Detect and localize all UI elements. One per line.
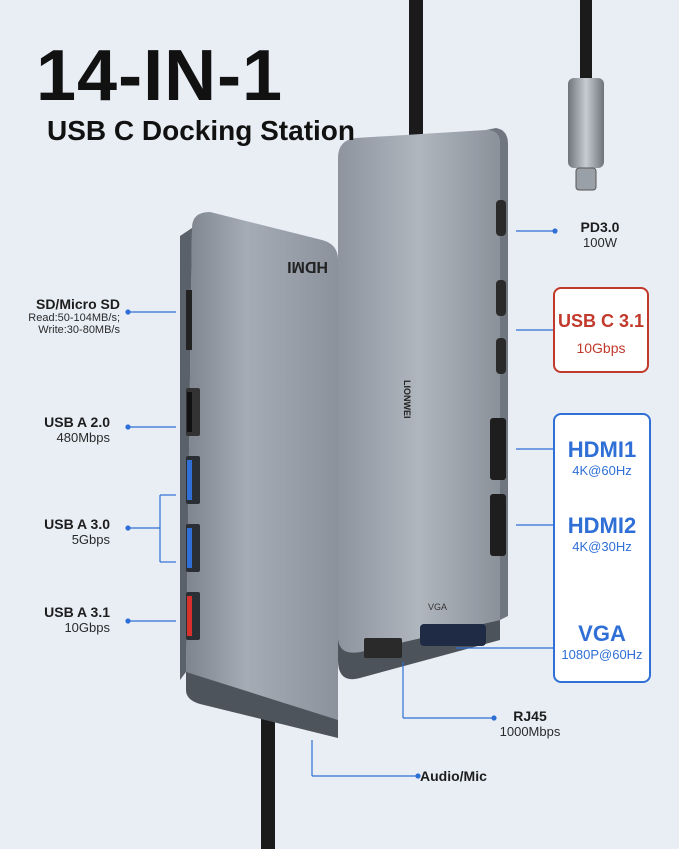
label-pd-name: PD3.0 [580, 219, 620, 235]
usbc-port-2 [496, 338, 506, 374]
label-rj45-name: RJ45 [513, 708, 547, 724]
label-rj45-spec: 1000Mbps [499, 724, 561, 739]
hdmi2-port [490, 494, 506, 556]
rj45-port [364, 638, 402, 658]
label-vga-name: VGA [578, 621, 626, 646]
label-rj45: RJ45 1000Mbps [496, 708, 564, 739]
usbc-callout-box: USB C 3.1 10Gbps [553, 287, 649, 373]
label-audio-name: Audio/Mic [420, 768, 487, 784]
label-sd-read: Read:50-104MB/s; [28, 312, 120, 324]
label-audio: Audio/Mic [420, 768, 500, 784]
page-subtitle: USB C Docking Station [47, 115, 356, 146]
label-usb-a31-name: USB A 3.1 [44, 604, 110, 620]
label-usbc-spec: 10Gbps [576, 340, 626, 356]
label-usb-a30: USB A 3.0 5Gbps [10, 516, 110, 547]
vga-port [420, 624, 486, 646]
label-usb-a30-name: USB A 3.0 [44, 516, 110, 532]
right-device-body [338, 130, 500, 653]
label-usb-a30-spec: 5Gbps [71, 532, 110, 547]
label-hdmi2-name: HDMI2 [567, 513, 637, 538]
label-usb-a20-spec: 480Mbps [56, 430, 110, 445]
label-usb-a31: USB A 3.1 10Gbps [10, 604, 110, 635]
hdmi-logo: HDMI [287, 258, 328, 275]
usbc-port-1 [496, 280, 506, 316]
label-hdmi1-spec: 4K@60Hz [572, 463, 632, 478]
label-hdmi2: HDMI2 4K@30Hz [555, 513, 649, 554]
label-hdmi1-name: HDMI1 [567, 437, 637, 462]
label-pd: PD3.0 100W [568, 219, 632, 250]
label-hdmi1: HDMI1 4K@60Hz [555, 437, 649, 478]
label-vga-spec: 1080P@60Hz [561, 647, 643, 662]
sd-slot [186, 290, 192, 350]
video-callout-box: HDMI1 4K@60Hz HDMI2 4K@30Hz VGA 1080P@60… [553, 413, 651, 683]
label-vga: VGA 1080P@60Hz [555, 621, 649, 662]
label-pd-spec: 100W [583, 235, 617, 250]
label-sd-name: SD/Micro SD [35, 296, 120, 312]
page-title: 14-IN-1 [36, 36, 284, 116]
label-hdmi2-spec: 4K@30Hz [572, 539, 632, 554]
usbc-plug [568, 78, 604, 168]
hdmi1-port [490, 418, 506, 480]
vga-port-label: VGA [428, 602, 447, 612]
pd-port [496, 200, 506, 236]
left-device-body [186, 212, 338, 720]
label-sd: SD/Micro SD Read:50-104MB/s; Write:30-80… [10, 296, 120, 336]
callout-lines [125, 228, 558, 779]
label-sd-write: Write:30-80MB/s [38, 324, 120, 336]
label-usbc-name: USB C 3.1 [557, 311, 645, 331]
label-usb-a20: USB A 2.0 480Mbps [10, 414, 110, 445]
label-usb-a20-name: USB A 2.0 [44, 414, 110, 430]
label-usb-a31-spec: 10Gbps [64, 620, 110, 635]
brand-label: LIONWEI [402, 380, 412, 419]
